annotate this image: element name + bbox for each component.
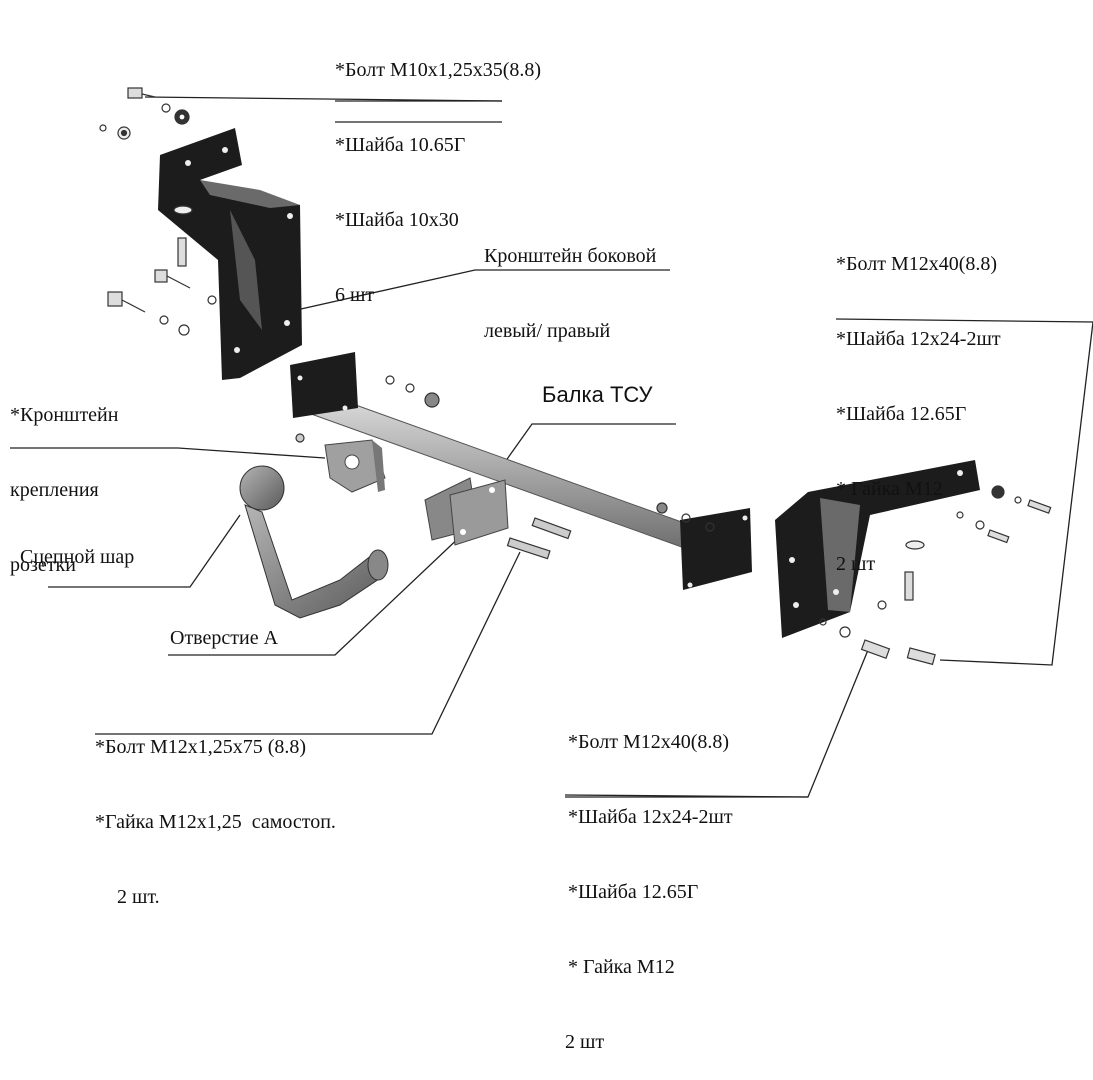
label-line: *Болт М10х1,25х35(8.8) <box>335 59 542 81</box>
label-top-fasteners: *Болт М10х1,25х35(8.8) *Шайба 10.65Г *Ша… <box>335 8 541 333</box>
leader-beam <box>504 423 676 463</box>
label-right-fasteners-bottom: *Болт М12х40(8.8) *Шайба 12х24-2шт *Шайб… <box>565 680 733 1080</box>
tow-beam <box>290 352 752 590</box>
label-line: 6 шт <box>335 284 375 306</box>
leader-lines <box>10 96 1093 798</box>
leader-side-bracket <box>291 269 670 312</box>
tow-ball <box>239 465 389 619</box>
ball-mount-plates <box>424 477 509 546</box>
label-beam: Балка ТСУ <box>542 382 653 407</box>
label-line: *Кронштейн <box>10 404 119 426</box>
label-line: *Гайка М12х1,25 самостоп. <box>95 811 336 833</box>
fasteners <box>99 87 1052 666</box>
leader-hole <box>168 531 466 656</box>
label-bottom-left-fasteners: *Болт М12х1,25х75 (8.8) *Гайка М12х1,25 … <box>95 685 336 935</box>
label-line: *Шайба 12.65Г <box>836 403 967 425</box>
towbar-exploded-diagram <box>10 87 1093 798</box>
label-line: *Болт М12х40(8.8) <box>568 731 730 753</box>
label-line: *Шайба 12х24-2шт <box>836 328 1001 350</box>
label-line: *Шайба 10х30 <box>335 209 459 231</box>
label-line: *Шайба 12.65Г <box>568 881 699 903</box>
label-ball: Сцепной шар <box>20 546 135 568</box>
label-line: розетки <box>10 554 76 576</box>
label-line: * Гайка М12 <box>836 478 943 500</box>
label-line: Кронштейн боковой <box>484 245 657 267</box>
label-right-fasteners-top: *Болт М12х40(8.8) *Шайба 12х24-2шт *Шайб… <box>836 202 1001 602</box>
label-line: левый/ правый <box>484 320 611 342</box>
right-side-bracket <box>775 460 980 638</box>
label-line: *Болт М12х40(8.8) <box>836 253 998 275</box>
underline-right-top <box>835 318 1093 323</box>
label-line: крепления <box>10 479 99 501</box>
label-hole: Отверстие А <box>170 627 279 649</box>
leader-top-bolt <box>144 96 503 102</box>
leader-right-top <box>939 321 1093 666</box>
label-line: 2 шт <box>565 1031 605 1053</box>
label-line: *Шайба 12х24-2шт <box>568 806 733 828</box>
label-socket-bracket: *Кронштейн крепления розетки <box>10 353 118 603</box>
label-line: *Болт М12х1,25х75 (8.8) <box>95 736 307 758</box>
label-line: 2 шт. <box>117 886 160 908</box>
leader-socket <box>10 447 326 459</box>
leader-bottom-left <box>95 551 521 735</box>
leader-ball <box>48 514 241 588</box>
left-side-bracket <box>158 128 302 380</box>
socket-bracket <box>324 439 386 493</box>
label-line: * Гайка М12 <box>568 956 675 978</box>
label-line: *Шайба 10.65Г <box>335 134 466 156</box>
label-side-bracket: Кронштейн боковой левый/ правый <box>484 194 656 369</box>
label-line: 2 шт <box>836 553 876 575</box>
